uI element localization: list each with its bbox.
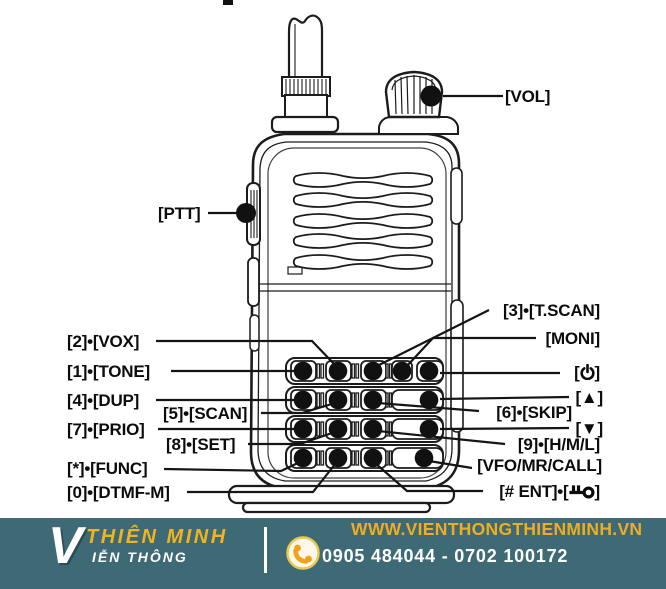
crop-artifact (223, 0, 233, 5)
phone-icon (286, 536, 320, 570)
label-down: [▼] (575, 419, 603, 438)
footer-banner (0, 518, 666, 589)
brand-name-line1: THIÊN MINH (86, 526, 228, 548)
label-set: [8]•[SET] (166, 435, 236, 454)
label-dtmf: [0]•[DTMF-M] (67, 483, 170, 502)
label-skip: [6]•[SKIP] (496, 403, 572, 422)
ent-text: [# ENT]•[ (499, 482, 569, 501)
label-hml: [9]•[H/M/L] (517, 435, 600, 454)
power-icon (579, 363, 595, 383)
label-vol: [VOL] (505, 87, 551, 106)
key-lock-icon (568, 483, 595, 502)
bracket-close: ] (594, 363, 601, 382)
label-vfo-mr-call: [VFO/MR/CALL] (477, 456, 602, 475)
volume-knob (378, 70, 459, 135)
leader-lines (156, 94, 570, 494)
label-tone: [1]•[TONE] (67, 362, 150, 381)
label-vox: [2]•[VOX] (67, 332, 140, 351)
bracket-close: ] (594, 482, 601, 501)
label-prio: [7]•[PRIO] (67, 420, 145, 439)
brand-name-line2: IỄN THÔNG (92, 549, 188, 565)
bracket-open: [ (574, 363, 580, 382)
speaker-grille (292, 172, 434, 270)
label-func: [*]•[FUNC] (67, 459, 148, 478)
website-url: WWW.VIENTHONGTHIENMINH.VN (351, 519, 643, 539)
brand-logo-v: V (48, 517, 83, 575)
label-up: [▲] (575, 388, 603, 407)
antenna (270, 14, 340, 134)
phone-numbers: 0905 484044 - 0702 100172 (322, 546, 569, 566)
label-moni: [MONI] (545, 329, 600, 348)
label-ent-lock: [# ENT]•[] (499, 483, 600, 502)
label-power: [] (574, 363, 601, 383)
footer-divider (264, 527, 267, 573)
label-dup: [4]•[DUP] (67, 391, 140, 410)
label-scan: [5]•[SCAN] (163, 404, 248, 423)
ptt-button (246, 182, 261, 352)
label-tscan: [3]•[T.SCAN] (502, 301, 600, 320)
pointer-dots (236, 85, 442, 468)
label-ptt: [PTT] (158, 204, 201, 223)
